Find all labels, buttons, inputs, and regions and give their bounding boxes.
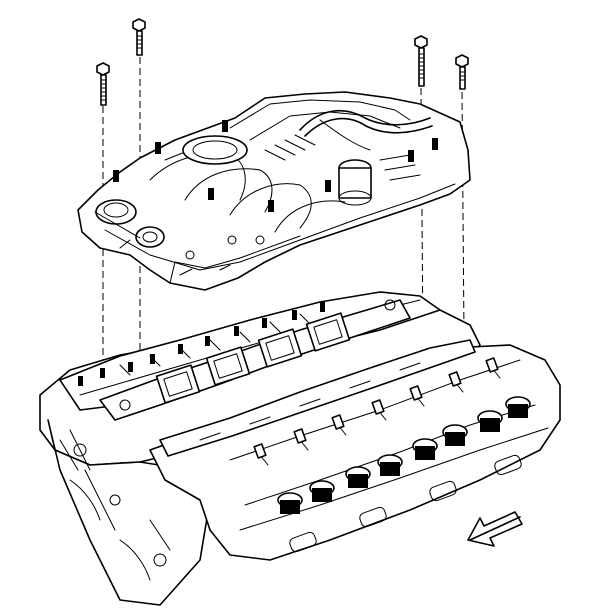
bolt-right	[414, 35, 428, 87]
bolt-far-left	[96, 62, 110, 106]
cylinder-head-right	[149, 344, 561, 561]
front-direction-arrow	[467, 511, 523, 547]
manifold-gasket-right	[159, 339, 476, 457]
manifold-gasket-left	[99, 299, 411, 421]
valve-springs	[277, 396, 531, 514]
intake-manifold	[77, 91, 471, 291]
bolt-far-right	[455, 54, 469, 90]
bolt-left	[132, 18, 146, 56]
